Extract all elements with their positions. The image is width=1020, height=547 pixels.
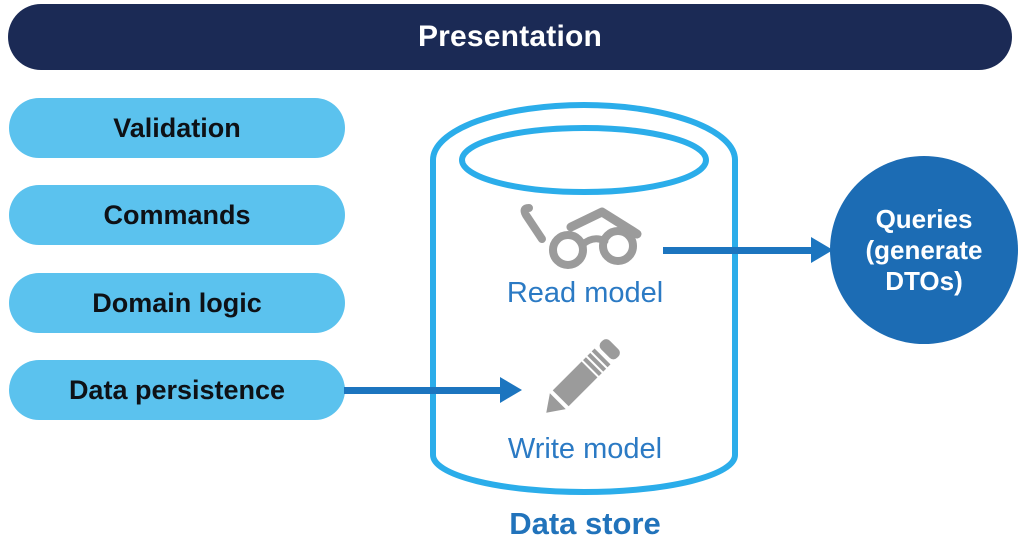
validation-label: Validation (113, 112, 241, 143)
read-model-label: Read model (506, 277, 664, 309)
commands-label: Commands (103, 199, 251, 230)
layer-pill-commands: Commands (9, 185, 345, 245)
layer-pill-data-persistence: Data persistence (9, 360, 345, 420)
data-store-label: Data store (509, 506, 661, 541)
queries-label-line3: DTOs) (885, 265, 963, 296)
write-model-label: Write model (507, 433, 663, 465)
queries-label-line2: (generate (865, 234, 983, 265)
glasses-icon (520, 204, 642, 269)
write-arrow-line (344, 387, 500, 394)
read-arrow-head-icon (811, 237, 833, 263)
presentation-layer-bar: Presentation (8, 4, 1012, 70)
data-store-cylinder (430, 102, 738, 495)
layer-pill-domain-logic: Domain logic (9, 273, 345, 333)
write-arrow-head-icon (500, 377, 522, 403)
presentation-layer-label: Presentation (417, 20, 603, 53)
queries-node: Queries (generate DTOs) (830, 156, 1018, 344)
read-arrow-line (663, 247, 811, 254)
queries-label-line1: Queries (875, 203, 973, 234)
domain-logic-label: Domain logic (92, 287, 262, 318)
layer-pill-validation: Validation (9, 98, 345, 158)
pencil-icon (546, 339, 620, 413)
data-persistence-label: Data persistence (68, 374, 286, 405)
